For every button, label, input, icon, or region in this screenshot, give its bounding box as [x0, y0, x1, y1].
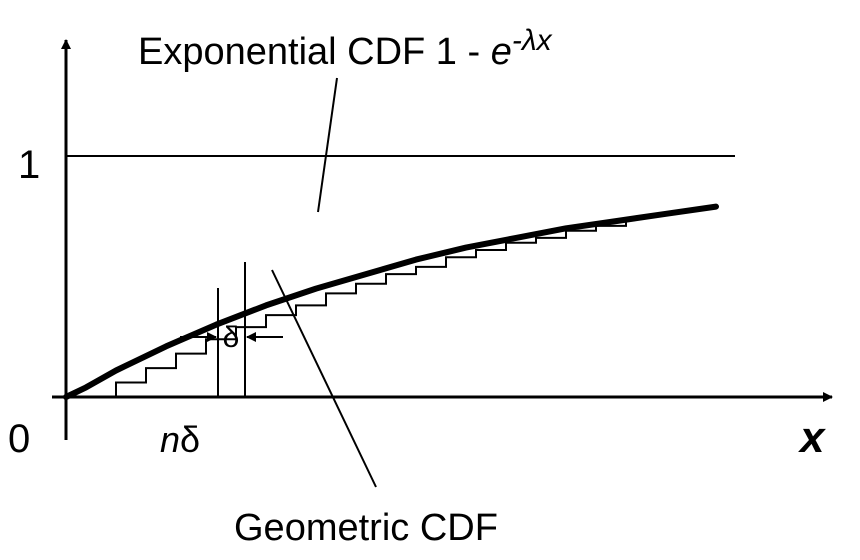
- delta-label: δ: [223, 321, 240, 354]
- n-delta-delta: δ: [180, 419, 200, 460]
- geometric-cdf-label: Geometric CDF: [234, 507, 498, 549]
- n-delta-label: nδ: [160, 419, 200, 460]
- n-delta-n: n: [160, 419, 180, 460]
- exponential-leader-line: [317, 77, 338, 213]
- exponential-label-prefix: Exponential CDF 1 -: [138, 31, 491, 73]
- exponential-cdf-label: Exponential CDF 1 - e-λx: [138, 24, 553, 73]
- exponential-label-exponent: -λx: [512, 24, 553, 57]
- x-axis-label: x: [798, 413, 826, 462]
- geometric-cdf-step-curve: [86, 221, 627, 398]
- exponential-cdf-curve: [63, 203, 719, 400]
- exponential-label-base: e: [491, 31, 512, 73]
- geometric-leader-line: [271, 269, 377, 488]
- origin-zero-label: 0: [8, 417, 30, 461]
- y-tick-one-label: 1: [18, 143, 40, 187]
